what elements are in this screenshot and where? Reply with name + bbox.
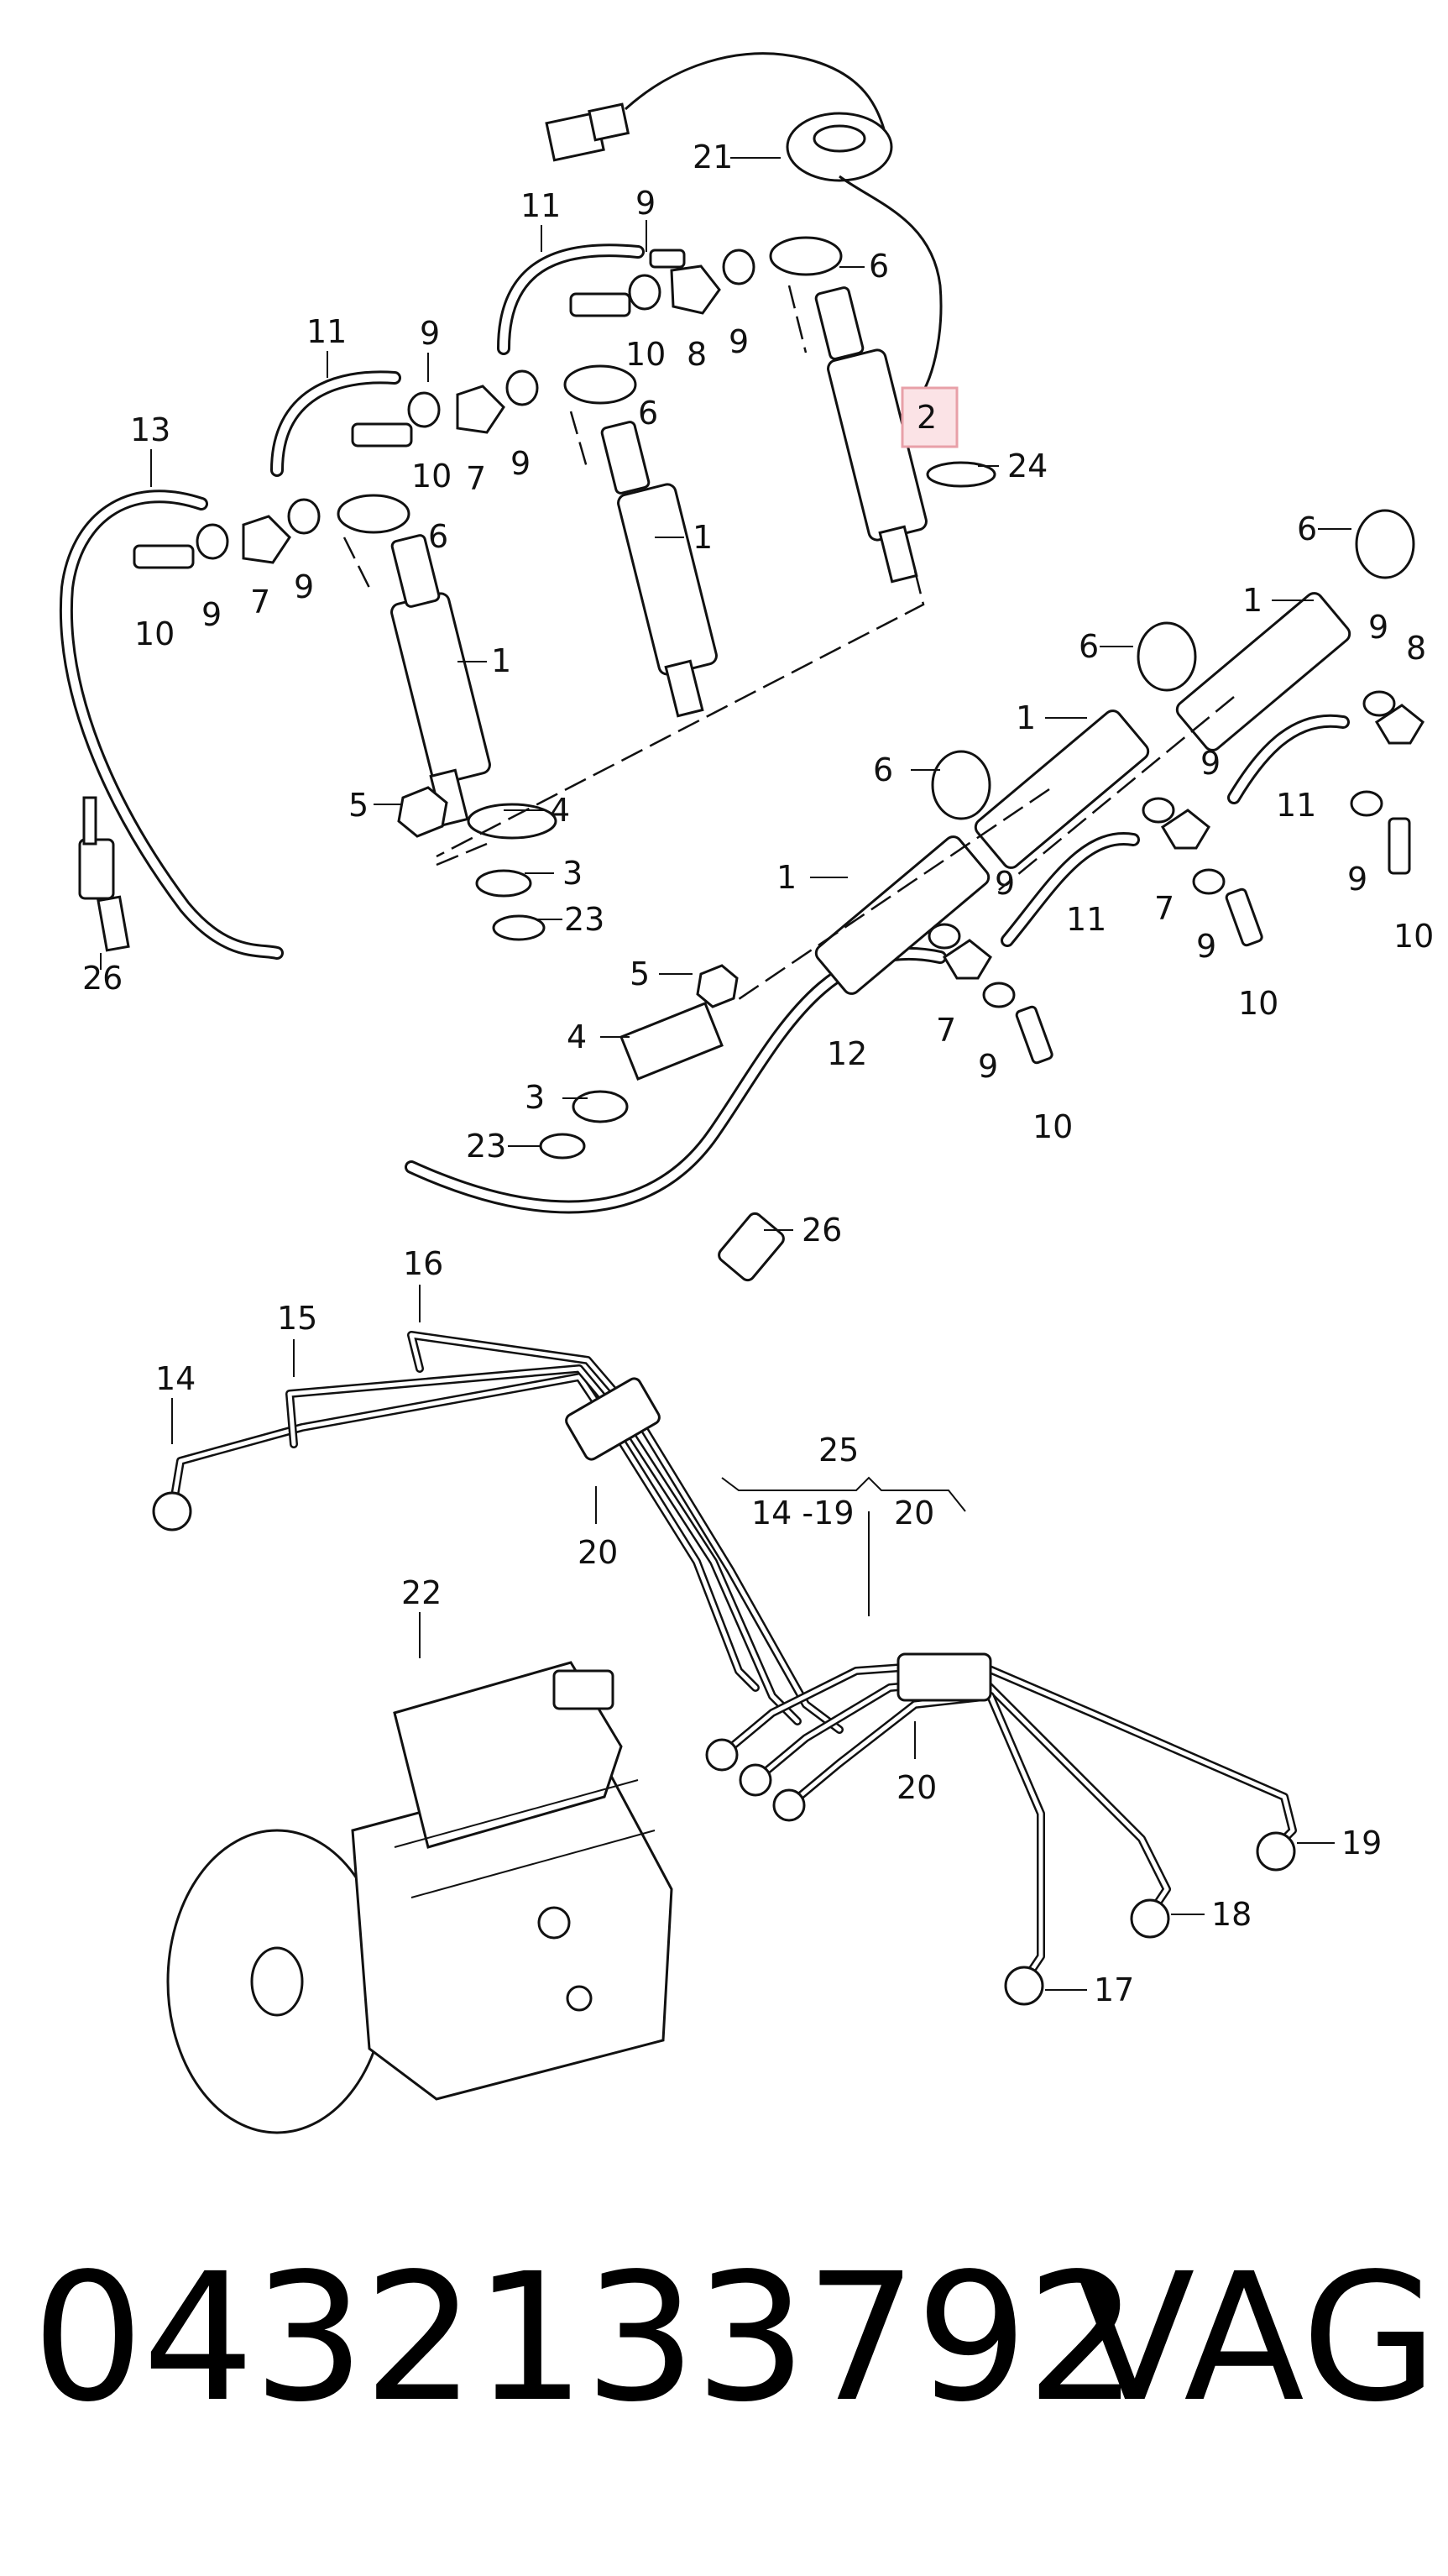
callout-2: 2 [917, 399, 937, 436]
callout-1-e: 1 [776, 859, 797, 896]
callout-9-k: 9 [1196, 928, 1216, 965]
upper-grommets [337, 236, 843, 534]
callout-25: 25 [818, 1432, 859, 1469]
callout-23-a: 23 [564, 901, 604, 938]
injection-pump [166, 1661, 673, 2134]
callout-9-b: 9 [420, 315, 440, 352]
callout-23-b: 23 [466, 1128, 506, 1165]
callout-10-f: 10 [1032, 1108, 1073, 1145]
callout-16: 16 [403, 1245, 443, 1282]
callout-19: 19 [1341, 1825, 1382, 1861]
callout-4-a: 4 [550, 792, 570, 829]
right-fittings [928, 690, 1424, 1065]
seal-ring-24 [926, 461, 996, 488]
callout-7-a: 7 [466, 460, 486, 497]
part-number: 0432133792 [32, 2235, 1138, 2441]
callout-26-a: 26 [82, 960, 123, 997]
callout-1-b: 1 [491, 642, 511, 679]
callout-6-e: 6 [1079, 628, 1099, 665]
callout-1-d: 1 [1016, 699, 1036, 736]
upper-alignment-lines [342, 285, 925, 858]
callout-26-b: 26 [802, 1212, 842, 1249]
callout-8-a: 8 [687, 336, 707, 373]
injector-right-top [1175, 509, 1415, 751]
callout-20-b: 20 [897, 1769, 937, 1806]
callout-13: 13 [130, 411, 170, 448]
callout-22: 22 [401, 1574, 442, 1611]
callout-20-bracket: 20 [894, 1495, 934, 1531]
callout-3-a: 3 [562, 855, 583, 892]
callout-12: 12 [827, 1035, 867, 1072]
exploded-parts-diagram: 21 11 9 6 11 9 10 8 9 2 24 13 6 10 7 9 6… [60, 52, 1434, 2134]
callout-labels: 21 11 9 6 11 9 10 8 9 2 24 13 6 10 7 9 6… [82, 139, 1434, 2008]
injector-upper-left [390, 534, 491, 827]
callout-7-b: 7 [250, 584, 270, 620]
callout-10-c: 10 [134, 615, 175, 652]
callout-6-b: 6 [638, 395, 658, 432]
return-hoses [60, 243, 1350, 1214]
upper-clamp-parts [78, 786, 557, 952]
sensor-wire-connector [545, 52, 943, 405]
callout-1-a: 1 [693, 519, 713, 556]
callout-5-b: 5 [630, 956, 650, 992]
injector-upper-right-highlighted [814, 286, 996, 584]
callout-11-d: 11 [1066, 901, 1106, 938]
callout-6-a: 6 [869, 248, 889, 285]
callout-9-c: 9 [729, 323, 749, 360]
callout-3-b: 3 [525, 1079, 545, 1116]
callout-14: 14 [155, 1360, 196, 1397]
callout-21: 21 [693, 139, 733, 175]
callout-9-a: 9 [635, 185, 656, 222]
injector-right-mid [974, 621, 1197, 869]
callout-10-d: 10 [1393, 918, 1434, 955]
callout-5-a: 5 [348, 787, 369, 824]
callout-9-e: 9 [201, 596, 222, 633]
callout-1-c: 1 [1242, 582, 1262, 619]
callout-20-a: 20 [578, 1534, 618, 1571]
right-clamp-parts [539, 696, 1235, 1282]
injector-right-bottom [814, 750, 991, 995]
callout-17: 17 [1094, 1971, 1134, 2008]
callout-11-c: 11 [1276, 787, 1316, 824]
callout-11-a: 11 [520, 187, 561, 224]
callout-6-c: 6 [428, 518, 448, 555]
upper-fittings [133, 249, 755, 569]
injection-pipes [152, 1331, 1297, 2006]
callout-18: 18 [1211, 1896, 1252, 1933]
callout-7-d: 7 [936, 1012, 956, 1049]
callout-4-b: 4 [567, 1018, 587, 1055]
callout-9-g: 9 [1368, 609, 1388, 646]
callout-24: 24 [1007, 448, 1048, 484]
callout-6-d: 6 [1297, 510, 1317, 547]
callout-9-f: 9 [294, 568, 314, 605]
callout-8-b: 8 [1406, 630, 1426, 667]
highlight-box [901, 386, 959, 448]
callout-11-b: 11 [306, 313, 347, 350]
callout-9-j: 9 [995, 865, 1015, 902]
callout-9-l: 9 [978, 1048, 998, 1085]
callout-9-h: 9 [1200, 745, 1221, 782]
callout-14-19: 14 -19 [751, 1495, 855, 1531]
callout-15: 15 [277, 1300, 317, 1337]
callout-6-f: 6 [873, 751, 893, 788]
callout-10-e: 10 [1238, 985, 1278, 1022]
callout-10-b: 10 [411, 458, 452, 495]
callout-7-c: 7 [1154, 890, 1174, 927]
injector-upper-mid [600, 421, 718, 718]
brand-name: VAG [1074, 2235, 1438, 2441]
callout-9-d: 9 [510, 445, 531, 482]
callout-10-a: 10 [625, 336, 666, 373]
callout-9-i: 9 [1347, 861, 1367, 898]
